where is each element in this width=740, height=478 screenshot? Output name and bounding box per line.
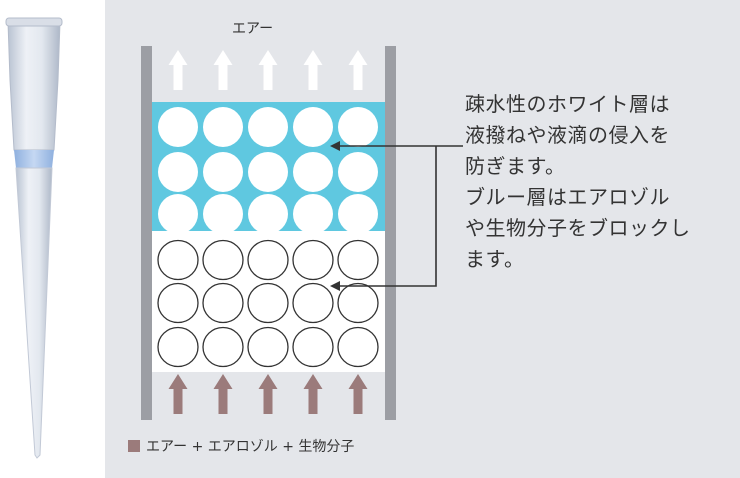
up-arrow-icon [348, 374, 368, 414]
filter-particle [338, 152, 378, 192]
filter-particle [248, 152, 288, 192]
filter-particle [158, 152, 198, 192]
filter-particle [203, 152, 243, 192]
filter-particle-outline [202, 282, 244, 324]
up-arrow-icon [168, 374, 188, 414]
filter-particle-outline [337, 239, 379, 281]
air-in-arrows [168, 374, 368, 414]
filter-particle-outline [292, 239, 334, 281]
up-arrow-icon [348, 50, 368, 90]
pointer-bracket [330, 141, 463, 291]
filter-particle-outline [247, 326, 289, 368]
description-line-2: 液撥ねや液滴の侵入を [465, 123, 670, 147]
tip-filter-band [14, 150, 54, 168]
tip-rim [5, 17, 63, 27]
description-line-1: 疎水性のホワイト層は [465, 92, 670, 116]
filter-particle-outline [202, 326, 244, 368]
description-line-6: ます。 [465, 247, 525, 271]
filter-particle-outline [292, 326, 334, 368]
filter-particle [248, 194, 288, 234]
filter-particle-outline [202, 239, 244, 281]
up-arrow-icon [168, 50, 188, 90]
pointer-line-vertical [337, 146, 437, 287]
filter-particle [158, 194, 198, 234]
filter-particle-outline [247, 239, 289, 281]
air-bottom-label: エアー + エアロゾル + 生物分子 [128, 436, 354, 456]
filter-particle [158, 107, 198, 147]
description-line-3: 防ぎます。 [465, 154, 566, 178]
filter-particle [293, 107, 333, 147]
up-arrow-icon [258, 50, 278, 90]
left-arrow-icon [330, 281, 340, 291]
square-icon [128, 440, 140, 452]
air-bottom-label-text: エアー + エアロゾル + 生物分子 [146, 439, 355, 455]
filter-particle-outline [157, 239, 199, 281]
filter-particle [338, 107, 378, 147]
filter-particle-outline [337, 282, 379, 324]
filter-particle-outline [157, 326, 199, 368]
up-arrow-icon [258, 374, 278, 414]
tip-shaft [15, 167, 53, 459]
up-arrow-icon [213, 374, 233, 414]
filter-particle [338, 194, 378, 234]
description-line-5: や生物分子をブロックし [465, 216, 691, 240]
blue-layer-particles [158, 107, 378, 234]
white-layer-particles [157, 239, 379, 368]
left-arrow-icon [330, 141, 340, 151]
filter-particle [293, 194, 333, 234]
filter-particle-outline [247, 282, 289, 324]
left-wall [141, 46, 152, 420]
air-out-arrows [168, 50, 368, 90]
up-arrow-icon [213, 50, 233, 90]
filter-particle [293, 152, 333, 192]
up-arrow-icon [303, 374, 323, 414]
description-text: 疎水性のホワイト層は 液撥ねや液滴の侵入を 防ぎます。 ブルー層はエアロゾル や… [465, 89, 691, 275]
tip-collar [7, 21, 61, 151]
air-top-label: エアー [232, 21, 274, 37]
filter-particle [248, 107, 288, 147]
filter-particle-outline [157, 282, 199, 324]
description-line-4: ブルー層はエアロゾル [465, 185, 670, 209]
filter-particle [203, 194, 243, 234]
up-arrow-icon [303, 50, 323, 90]
filter-particle [203, 107, 243, 147]
pipette-tip-icon [5, 17, 63, 459]
filter-particle-outline [292, 282, 334, 324]
filter-particle-outline [337, 326, 379, 368]
right-wall [385, 46, 396, 420]
